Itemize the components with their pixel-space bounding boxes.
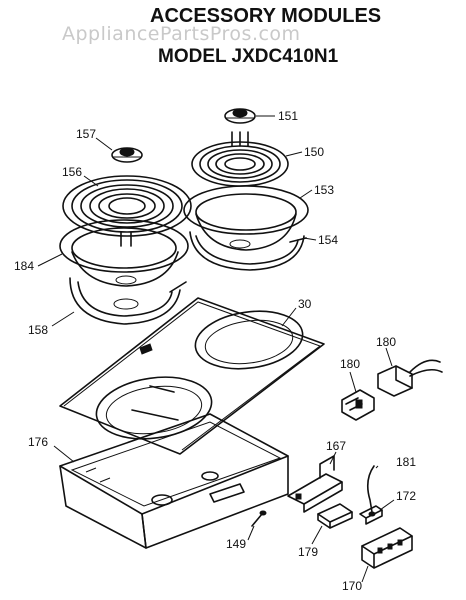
label-149: 149 bbox=[226, 537, 246, 551]
part-150-small-element bbox=[191, 131, 289, 187]
part-156-large-element bbox=[62, 175, 192, 247]
label-180-connector: 180 bbox=[376, 335, 396, 349]
label-176: 176 bbox=[28, 435, 48, 449]
part-157-receptacle bbox=[111, 147, 143, 163]
label-167: 167 bbox=[326, 439, 346, 453]
label-154: 154 bbox=[318, 233, 338, 247]
label-151: 151 bbox=[278, 109, 298, 123]
part-170-terminal-block bbox=[361, 527, 413, 569]
watermark: AppliancePartsPros.com bbox=[62, 23, 301, 45]
title-line-1: ACCESSORY MODULES bbox=[150, 5, 381, 27]
label-181: 181 bbox=[396, 455, 416, 469]
label-157: 157 bbox=[76, 127, 96, 141]
leader-lines bbox=[37, 115, 395, 583]
part-154-small-trim-ring bbox=[189, 231, 307, 271]
part-151-receptacle bbox=[224, 108, 256, 124]
label-172: 172 bbox=[396, 489, 416, 503]
label-30: 30 bbox=[298, 297, 312, 311]
part-176-housing-pan bbox=[59, 413, 289, 549]
part-149-screw bbox=[251, 510, 267, 527]
part-180-connector bbox=[377, 359, 443, 397]
part-179-plate bbox=[317, 503, 353, 529]
part-153-small-drip-pan bbox=[183, 185, 309, 251]
label-156: 156 bbox=[62, 165, 82, 179]
label-170: 170 bbox=[342, 579, 362, 593]
part-180-bracket bbox=[341, 389, 375, 421]
part-158-large-trim-ring bbox=[69, 277, 187, 325]
part-167-bracket bbox=[287, 455, 343, 513]
part-172-clip bbox=[359, 505, 383, 525]
part-30-top-panel bbox=[59, 297, 325, 455]
label-150: 150 bbox=[304, 145, 324, 159]
label-158: 158 bbox=[28, 323, 48, 337]
label-153: 153 bbox=[314, 183, 334, 197]
label-180-bracket: 180 bbox=[340, 357, 360, 371]
label-184: 184 bbox=[14, 259, 34, 273]
label-179: 179 bbox=[298, 545, 318, 559]
part-184-large-drip-pan bbox=[59, 219, 189, 287]
title-line-2: MODEL JXDC410N1 bbox=[158, 46, 339, 67]
